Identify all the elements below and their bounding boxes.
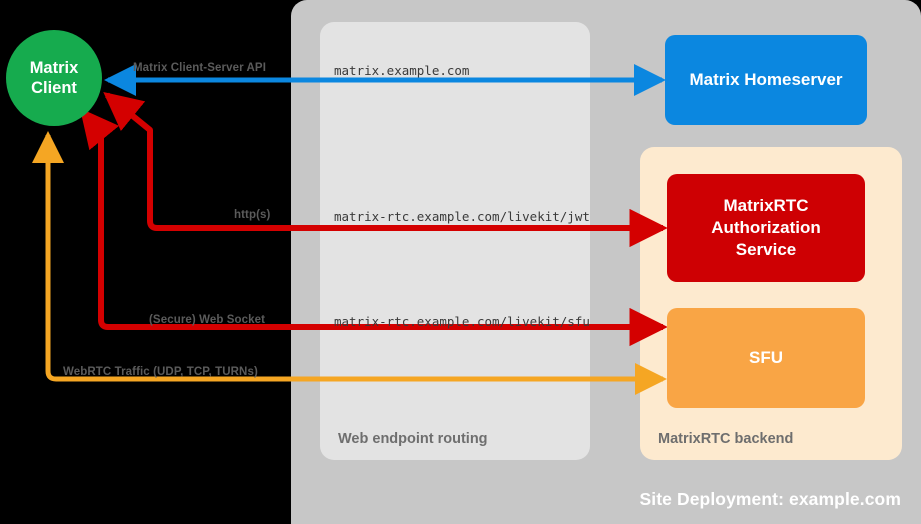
web-endpoint-routing-panel: Web endpoint routing bbox=[320, 22, 590, 460]
node-matrix-homeserver[interactable]: Matrix Homeserver bbox=[665, 35, 867, 125]
url-label-jwt: matrix-rtc.example.com/livekit/jwt bbox=[334, 209, 590, 224]
web-endpoint-routing-label: Web endpoint routing bbox=[338, 431, 488, 447]
auth-service-label-line2: Authorization bbox=[711, 218, 821, 238]
site-deployment-label: Site Deployment: example.com bbox=[639, 489, 901, 509]
node-matrix-client[interactable]: Matrix Client bbox=[6, 30, 102, 126]
matrix-client-label-line2: Client bbox=[31, 79, 77, 97]
auth-service-label-line3: Service bbox=[735, 239, 797, 259]
matrixrtc-backend-label: MatrixRTC backend bbox=[658, 431, 794, 447]
edge-label-websocket: (Secure) Web Socket bbox=[149, 314, 266, 326]
url-label-sfu: matrix-rtc.example.com/livekit/sfu bbox=[334, 314, 590, 329]
node-sfu[interactable]: SFU bbox=[667, 308, 865, 408]
edge-label-webrtc: WebRTC Traffic (UDP, TCP, TURNs) bbox=[63, 366, 258, 378]
auth-service-label-line1: MatrixRTC bbox=[723, 196, 809, 216]
matrix-client-label-line1: Matrix bbox=[29, 58, 79, 77]
node-matrixrtc-authorization-service[interactable]: MatrixRTC Authorization Service bbox=[667, 174, 865, 282]
edge-label-https: http(s) bbox=[234, 209, 271, 221]
edge-label-client-server-api: Matrix Client-Server API bbox=[133, 62, 266, 74]
sfu-label: SFU bbox=[749, 348, 783, 367]
url-label-homeserver: matrix.example.com bbox=[334, 63, 470, 78]
matrix-homeserver-label: Matrix Homeserver bbox=[689, 70, 843, 89]
